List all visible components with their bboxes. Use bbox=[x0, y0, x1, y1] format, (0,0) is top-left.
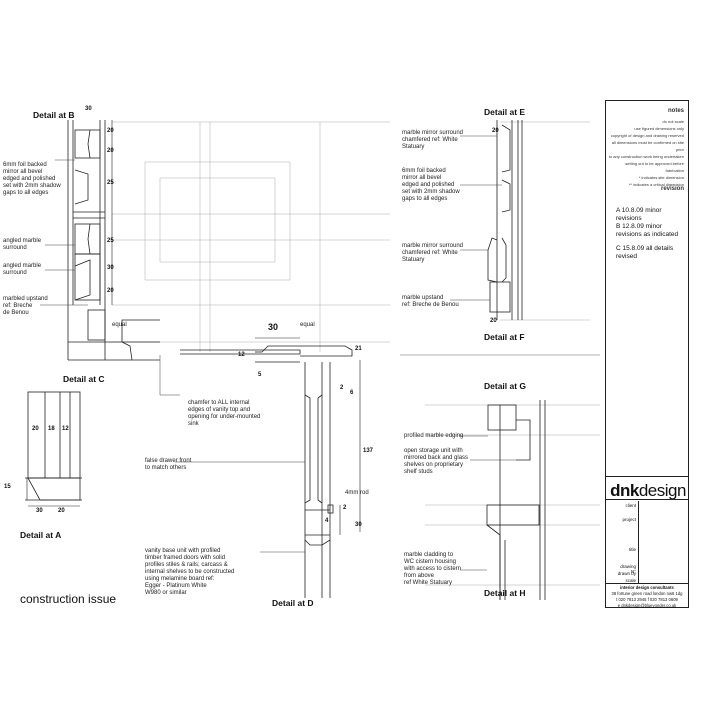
notes-line: all dimensions must be confirmed on site bbox=[611, 140, 684, 145]
dim-d-4: 4 bbox=[325, 518, 329, 524]
detail-e-title: Detail at E bbox=[484, 107, 526, 117]
construction-issue-label: construction issue bbox=[20, 592, 117, 606]
dim-d-137: 137 bbox=[363, 448, 374, 454]
dim-d-6: 6 bbox=[350, 390, 354, 396]
dim-a-30: 30 bbox=[36, 508, 43, 514]
detail-g-title: Detail at G bbox=[484, 381, 527, 391]
label-e-upstand: marble upstand ref: Breche de Benou bbox=[402, 295, 459, 308]
dim-a-15: 15 bbox=[4, 484, 11, 490]
dim-d-2a: 2 bbox=[340, 385, 344, 391]
dim-c-21: 21 bbox=[355, 346, 362, 352]
label-equal-right: equal bbox=[300, 322, 315, 328]
field-project: project bbox=[622, 517, 636, 522]
label-e-mirror: 6mm foil backed mirror all bevel edged a… bbox=[402, 168, 460, 202]
revision-heading: revision bbox=[660, 186, 684, 192]
dim-b-30: 30 bbox=[85, 106, 92, 112]
notes-line: ** indicates a critical dimension bbox=[628, 182, 684, 187]
company-name: interior design consultants bbox=[620, 585, 674, 590]
dim-e-20: 20 bbox=[492, 128, 499, 134]
dim-a-18: 18 bbox=[48, 426, 55, 432]
field-client: client bbox=[625, 503, 636, 508]
dim-d-2b: 2 bbox=[343, 505, 347, 511]
label-vanity: vanity base unit with profiled timber fr… bbox=[145, 548, 235, 596]
dim-b-25a: 25 bbox=[107, 180, 114, 186]
company-phone: t 020 7813 2945 f 020 7813 0609 bbox=[616, 597, 678, 602]
label-g-edging: profiled marble edging bbox=[404, 433, 464, 439]
notes-line: prior bbox=[675, 147, 684, 152]
label-e-surround-1: marble mirror surround chamfered ref: Wh… bbox=[402, 130, 464, 150]
dim-b-30b: 30 bbox=[107, 265, 114, 271]
dim-a-20b: 20 bbox=[58, 508, 65, 514]
logo-light: design bbox=[638, 481, 687, 500]
label-e-surround-2: marble mirror surround chamfered ref: Wh… bbox=[402, 243, 464, 263]
dim-b-20a: 20 bbox=[107, 128, 114, 134]
detail-h-title: Detail at H bbox=[484, 588, 526, 598]
detail-d-title: Detail at D bbox=[272, 598, 314, 608]
label-b-upstand: marbled upstand ref: Breche de Benou bbox=[3, 296, 48, 316]
logo-bold: dnk bbox=[610, 481, 639, 500]
notes-heading: notes bbox=[667, 108, 684, 114]
notes-line: setting out to be approved before bbox=[625, 161, 684, 166]
label-false-drawer: false drawer front to match others bbox=[145, 458, 192, 471]
dim-c-5: 5 bbox=[258, 372, 262, 378]
field-scale: scale bbox=[625, 578, 636, 583]
dim-b-20b: 20 bbox=[107, 148, 114, 154]
dim-a-20: 20 bbox=[32, 426, 39, 432]
dnk-design-logo: dnkdesign bbox=[608, 481, 688, 500]
dim-d-30: 30 bbox=[355, 522, 362, 528]
label-g-storage: open storage unit with mirrored back and… bbox=[404, 448, 469, 475]
field-drawn-by: drawn by bbox=[617, 571, 636, 576]
revision-a: A 10.8.09 minor revisions bbox=[616, 207, 662, 222]
company-email: e dnkdesign@blueyonder.co.uk bbox=[617, 603, 677, 608]
field-title: title bbox=[628, 547, 636, 552]
label-chamfer: chamfer to ALL internal edges of vanity … bbox=[188, 400, 261, 427]
detail-c-title: Detail at C bbox=[63, 374, 105, 384]
revision-c: C 15.8.09 all details revised bbox=[616, 245, 674, 260]
label-rod: 4mm rod bbox=[345, 490, 369, 496]
dim-b-20c: 20 bbox=[107, 288, 114, 294]
company-address: 38 fortune green road london nw6 1dg bbox=[611, 591, 683, 596]
revision-b: B 12.8.09 minor revisions as indicated bbox=[616, 223, 679, 238]
notes-line: copyright of design and drawing reserved bbox=[610, 133, 684, 138]
detail-b-title: Detail at B bbox=[33, 110, 75, 120]
dim-a-12: 12 bbox=[62, 426, 69, 432]
label-b-mirror: 6mm foil backed mirror all bevel edged a… bbox=[3, 162, 61, 196]
notes-line: fabrication bbox=[665, 168, 684, 173]
dim-c-30: 30 bbox=[268, 322, 279, 332]
notes-line: to any construction work being undertake… bbox=[608, 154, 684, 159]
label-b-angled-2: angled marble surround bbox=[3, 263, 42, 276]
label-h-cladding: marble cladding to WC cistern housing wi… bbox=[404, 552, 462, 586]
title-block: notes do not scale use figured dimension… bbox=[605, 100, 689, 608]
notes-line: * indicates site dimension bbox=[638, 175, 684, 180]
field-drawing-number: drawing N° bbox=[620, 564, 636, 574]
label-equal-left: equal bbox=[112, 322, 127, 328]
notes-line: use figured dimensions only bbox=[634, 126, 684, 131]
detail-f-title: Detail at F bbox=[484, 332, 525, 342]
dim-f-20: 20 bbox=[490, 318, 497, 324]
dim-c-12: 12 bbox=[238, 352, 245, 358]
label-b-angled-1: angled marble surround bbox=[3, 238, 42, 251]
detail-a-title: Detail at A bbox=[20, 530, 62, 540]
dim-b-25b: 25 bbox=[107, 238, 114, 244]
notes-line: do not scale bbox=[662, 119, 684, 124]
